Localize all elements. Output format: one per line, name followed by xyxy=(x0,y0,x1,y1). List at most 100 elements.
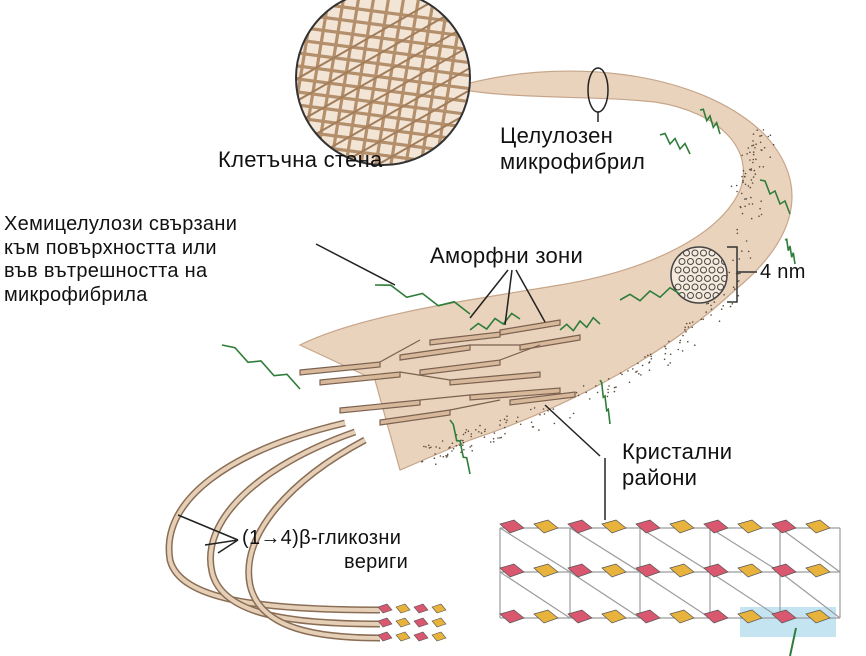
stipple-dot xyxy=(705,311,707,313)
chain-section-dot xyxy=(674,283,682,291)
stipple-dot xyxy=(741,250,743,252)
stipple-dot xyxy=(469,446,472,448)
stipple-dot xyxy=(638,373,640,375)
stipple-dot xyxy=(552,408,555,410)
chain-section-dot xyxy=(712,258,720,265)
stipple-dot xyxy=(759,141,762,144)
chain-section-dot xyxy=(695,258,703,265)
wall-fiber xyxy=(296,111,470,165)
stipple-dot xyxy=(741,154,743,157)
stipple-dot xyxy=(747,185,750,187)
stipple-dot xyxy=(681,350,684,352)
hemicellulose-strand xyxy=(619,286,681,302)
sugar-unit xyxy=(703,609,729,624)
chain-section-dot xyxy=(687,275,694,282)
hemicellulose-label: Хемицелулози свързани към повърхността и… xyxy=(4,213,237,307)
stipple-dot xyxy=(462,439,464,442)
hemicellulose-strand xyxy=(599,379,611,425)
stipple-dot xyxy=(747,147,750,149)
amorphous-label: Аморфни зони xyxy=(430,243,584,268)
stipple-dot xyxy=(752,176,755,178)
stipple-dot xyxy=(619,372,622,374)
stipple-dot xyxy=(679,341,681,344)
stipple-dot xyxy=(750,217,753,220)
stipple-dot xyxy=(748,203,750,205)
stipple-dot xyxy=(748,168,751,171)
chain-section-dot xyxy=(674,266,682,274)
cellulose-rod xyxy=(319,371,401,386)
stipple-dot xyxy=(745,240,748,242)
stipple-dot xyxy=(702,318,704,321)
wall-fiber xyxy=(388,0,422,165)
stipple-dot xyxy=(451,450,453,452)
cellulose-rod xyxy=(419,359,501,376)
stipple-dot xyxy=(685,322,688,325)
stipple-dot xyxy=(669,362,671,364)
sugar-unit xyxy=(703,563,729,578)
sugar-unit xyxy=(499,519,525,534)
lattice-pointer xyxy=(789,627,797,656)
stipple-dot xyxy=(462,444,464,447)
stipple-dot xyxy=(767,135,770,138)
stipple-dot xyxy=(752,158,755,161)
sugar-unit xyxy=(771,519,797,534)
stipple-dot xyxy=(751,203,754,205)
stipple-dot xyxy=(732,286,735,289)
crystalline-label-line2: райони xyxy=(622,464,698,490)
stipple-dot xyxy=(462,441,465,444)
stipple-dot xyxy=(465,429,468,431)
sugar-unit xyxy=(533,563,559,578)
stipple-dot xyxy=(763,146,766,149)
sugar-unit xyxy=(805,519,831,534)
cellulose-rod xyxy=(509,391,576,406)
stipple-dot xyxy=(517,416,519,419)
stipple-dot xyxy=(503,418,506,421)
stipple-dot xyxy=(664,352,667,355)
hemicellulose-strand xyxy=(699,108,721,135)
stipple-dot xyxy=(500,436,503,439)
stipple-dot xyxy=(647,354,649,357)
stipple-dot xyxy=(439,455,442,457)
size-bracket xyxy=(727,246,757,303)
stipple-dot xyxy=(506,419,508,422)
stipple-dot xyxy=(449,446,451,448)
sugar-unit xyxy=(601,519,627,534)
stipple-dot xyxy=(667,364,669,367)
lattice-line xyxy=(569,571,641,619)
crystalline-label-line1: Кристални xyxy=(622,439,733,464)
chain-section-dot xyxy=(708,283,716,291)
wall-fiber xyxy=(328,0,362,165)
stipple-dot xyxy=(735,184,738,187)
sugar-unit xyxy=(377,631,393,642)
stipple-dot xyxy=(752,133,755,135)
stipple-dot xyxy=(739,272,741,275)
stipple-dot xyxy=(553,422,556,425)
stipple-dot xyxy=(434,453,436,455)
stipple-dot xyxy=(691,321,694,323)
chain-section-dot xyxy=(691,249,699,257)
sugar-unit xyxy=(601,563,627,578)
stipple-dot xyxy=(445,456,448,458)
stipple-dot xyxy=(769,134,772,136)
chain-section-dot xyxy=(683,249,690,257)
stipple-dot xyxy=(754,173,757,175)
stipple-dot xyxy=(752,153,755,156)
wall-fiber xyxy=(403,0,437,165)
stipple-dot xyxy=(751,145,753,147)
stipple-dot xyxy=(760,200,762,202)
stipple-dot xyxy=(738,280,740,282)
stipple-dot xyxy=(433,457,436,460)
stipple-dot xyxy=(627,370,629,372)
stipple-dot xyxy=(506,415,508,418)
chain-section-dot xyxy=(678,275,686,282)
stipple-dot xyxy=(736,228,738,231)
stipple-dot xyxy=(760,149,762,151)
stipple-dot xyxy=(635,371,637,373)
sugar-unit xyxy=(431,603,447,614)
wall-fiber xyxy=(296,24,470,53)
stipple-dot xyxy=(751,182,754,184)
cellulose-rod xyxy=(399,344,471,361)
stipple-dot xyxy=(451,442,454,445)
stipple-dot xyxy=(504,432,506,435)
hemicellulose-strand xyxy=(374,284,471,315)
